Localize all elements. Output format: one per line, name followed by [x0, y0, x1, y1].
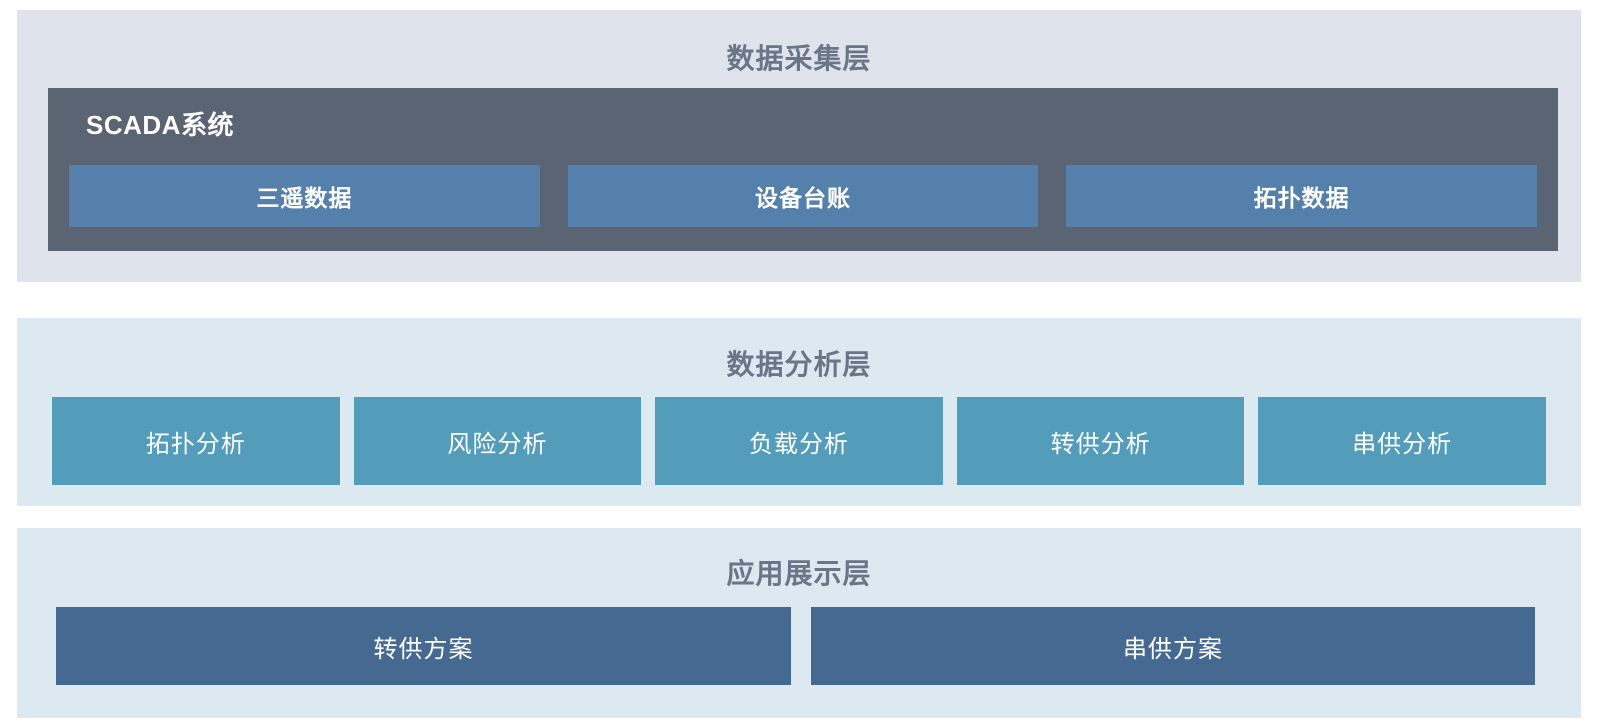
analysis-item-topology[interactable]: 拓扑分析 — [52, 397, 340, 485]
scada-item-topology-data[interactable]: 拓扑数据 — [1066, 165, 1538, 227]
scada-item-list: 三遥数据 设备台账 拓扑数据 — [69, 165, 1538, 227]
analysis-item-load[interactable]: 负载分析 — [655, 397, 943, 485]
layer-title-application-presentation: 应用展示层 — [726, 558, 872, 589]
layer-data-collection: 数据采集层 SCADA系统 三遥数据 设备台账 拓扑数据 — [17, 10, 1581, 282]
analysis-item-risk[interactable]: 风险分析 — [353, 397, 642, 485]
scada-item-equipment-ledger[interactable]: 设备台账 — [567, 165, 1039, 227]
application-item-list: 转供方案 串供方案 — [56, 607, 1535, 685]
application-item-series-supply-plan[interactable]: 串供方案 — [811, 607, 1535, 685]
application-item-transfer-supply-plan[interactable]: 转供方案 — [56, 607, 791, 685]
analysis-item-series-supply[interactable]: 串供分析 — [1258, 397, 1546, 485]
scada-system-group: SCADA系统 三遥数据 设备台账 拓扑数据 — [48, 88, 1558, 251]
layer-application-presentation: 应用展示层 转供方案 串供方案 — [17, 528, 1581, 718]
layer-data-analysis: 数据分析层 拓扑分析 风险分析 负载分析 转供分析 串供分析 — [17, 318, 1581, 506]
scada-item-three-remote-data[interactable]: 三遥数据 — [69, 165, 540, 227]
layer-title-data-collection: 数据采集层 — [726, 43, 872, 74]
analysis-item-list: 拓扑分析 风险分析 负载分析 转供分析 串供分析 — [52, 397, 1546, 485]
analysis-item-transfer-supply[interactable]: 转供分析 — [956, 397, 1245, 485]
scada-system-label: SCADA系统 — [86, 110, 234, 140]
layer-title-data-analysis: 数据分析层 — [726, 349, 872, 380]
